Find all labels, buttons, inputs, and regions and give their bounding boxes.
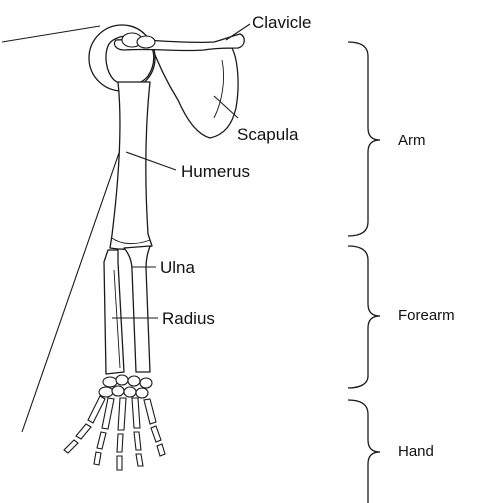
clavicle-label: Clavicle [252,13,312,32]
forearm-region-label: Forearm [398,307,455,324]
upper-pointer-line [2,26,100,42]
radius-label: Radius [162,309,215,328]
scapula-label: Scapula [237,125,299,144]
scapula-bone [150,42,238,138]
hand-bones [64,396,165,470]
arm-bracket [348,42,380,236]
clavicle-bone [114,33,244,51]
carpal-bones [99,375,152,398]
ulna-bone [124,246,150,372]
humerus-bone [110,82,152,249]
arm-region-label: Arm [398,132,426,149]
skeleton-illustration [2,25,244,470]
hand-bracket [348,400,380,503]
hand-region-label: Hand [398,443,434,460]
radius-bone [104,250,124,374]
forearm-bracket [348,246,380,388]
humerus-label: Humerus [181,162,250,181]
ulna-label: Ulna [160,258,196,277]
